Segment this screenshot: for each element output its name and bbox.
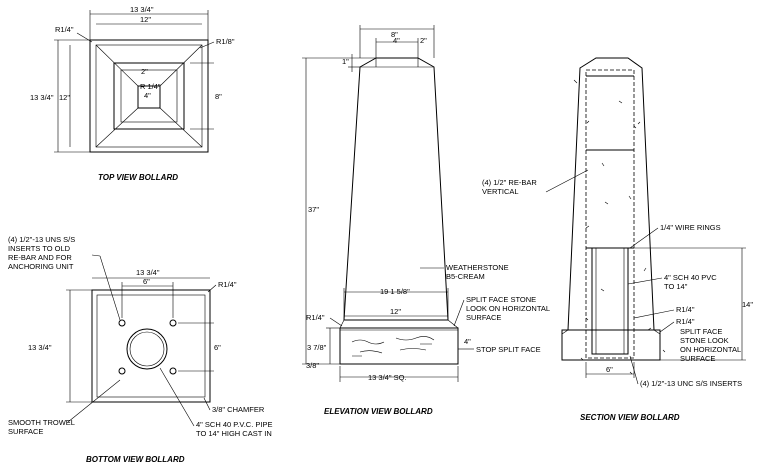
elev-split-note-1: SPLIT FACE STONE	[466, 295, 536, 304]
insert-hole-4	[169, 367, 177, 375]
top-dim-overall-left: 13 3/4"	[30, 93, 54, 102]
bottom-view-chamfer	[96, 294, 206, 398]
elev-dim-base-bottom: 3/8"	[306, 361, 319, 370]
top-dim-center-2: 2"	[141, 67, 148, 76]
section-pvc-note-2: TO 14"	[664, 282, 688, 291]
elev-dim-base-width: 19 1 5/8"	[380, 287, 410, 296]
top-view-center-square	[137, 85, 161, 109]
top-view-title: TOP VIEW BOLLARD	[98, 173, 178, 182]
section-split-note-1: SPLIT FACE	[680, 327, 722, 336]
pvc-pipe-circle	[126, 328, 168, 370]
elev-dim-top-4: 4"	[393, 36, 400, 45]
top-corner-inner: R1/8"	[216, 37, 235, 46]
elev-corner: R1/4"	[306, 313, 325, 322]
bottom-pipe-note-2: TO 14" HIGH CAST IN	[196, 429, 272, 438]
top-view-bollard: 13 3/4" 12" 13 3/4" 12" R1/4" R1/8" 2" R…	[30, 5, 235, 182]
elev-material-1: WEATHERSTONE	[446, 263, 509, 272]
elev-dim-top-8: 8"	[391, 30, 398, 39]
bottom-inserts-note-2: INSERTS TO OLD	[8, 244, 71, 253]
section-view-title: SECTION VIEW BOLLARD	[580, 413, 680, 422]
bottom-finish-note-2: SURFACE	[8, 427, 43, 436]
section-corner-1: R1/4"	[676, 305, 695, 314]
top-dim-right-8: 8"	[215, 92, 222, 101]
bottom-finish-note-1: SMOOTH TROWEL	[8, 418, 75, 427]
elev-split-note-2: LOOK ON HORIZONTAL	[466, 304, 550, 313]
bottom-view-title: BOTTOM VIEW BOLLARD	[86, 455, 185, 464]
top-view-mid-square	[113, 62, 185, 130]
top-dim-inner-left: 12"	[59, 93, 70, 102]
elev-dim-height: 37"	[308, 205, 319, 214]
top-dim-center-r: R 1/4"	[140, 82, 161, 91]
section-dim-14: 14"	[742, 300, 753, 309]
top-dim-overall: 13 3/4"	[130, 5, 154, 14]
elev-dim-12: 12"	[390, 307, 401, 316]
elevation-shaft	[343, 57, 449, 321]
elevation-view-bollard: 8" 4" 2" 1" 37" WEATHERSTONE B5-CREAM 19…	[302, 25, 550, 416]
top-dim-inner: 12"	[140, 15, 151, 24]
bottom-chamfer: 3/8" CHAMFER	[212, 405, 265, 414]
elev-dim-sq: 13 3/4" SQ.	[368, 373, 407, 382]
section-dim-6: 6"	[606, 365, 613, 374]
bottom-inserts-note-4: ANCHORING UNIT	[8, 262, 74, 271]
section-split-note-2: STONE LOOK	[680, 336, 729, 345]
bottom-corner: R1/4"	[218, 280, 237, 289]
section-rebar-note-2: VERTICAL	[482, 187, 519, 196]
section-shaft	[567, 57, 655, 331]
section-base	[561, 329, 661, 361]
section-view-bollard: (4) 1/2" RE-BAR VERTICAL 1/4" WIRE RINGS…	[482, 57, 753, 422]
section-pvc-note-1: 4" SCH 40 PVC	[664, 273, 717, 282]
elev-material-2: B5-CREAM	[446, 272, 485, 281]
insert-hole-2	[169, 319, 177, 327]
bottom-inserts-note-1: (4) 1/2"-13 UNS S/S	[8, 235, 75, 244]
section-split-note-4: SURFACE	[680, 354, 715, 363]
section-split-note-3: ON HORIZONTAL	[680, 345, 741, 354]
top-dim-center-4: 4"	[144, 91, 151, 100]
section-corner-2: R1/4"	[676, 317, 695, 326]
bottom-dim-top: 13 3/4"	[136, 268, 160, 277]
bottom-view-outline	[91, 289, 211, 403]
elevation-view-title: ELEVATION VIEW BOLLARD	[324, 407, 433, 416]
section-pvc-pipe	[591, 247, 629, 355]
bottom-dim-right: 6"	[214, 343, 221, 352]
elev-split-note-3: SURFACE	[466, 313, 501, 322]
top-view-inner-square	[95, 44, 203, 148]
section-rebar-cage	[585, 69, 635, 359]
elev-dim-top-2: 2"	[420, 36, 427, 45]
bottom-inserts-note-3: RE-BAR AND FOR	[8, 253, 72, 262]
elev-dim-top-1: 1"	[342, 57, 349, 66]
bottom-pipe-note-1: 4" SCH 40 P.V.C. PIPE	[196, 420, 272, 429]
section-rings-note: 1/4" WIRE RINGS	[660, 223, 721, 232]
bottom-dim-left: 13 3/4"	[28, 343, 52, 352]
insert-hole-3	[118, 367, 126, 375]
elevation-base	[339, 327, 459, 365]
section-rebar-note-1: (4) 1/2" RE-BAR	[482, 178, 537, 187]
top-corner-outer: R1/4"	[55, 25, 74, 34]
elev-dim-base-height: 3 7/8"	[307, 343, 327, 352]
section-inserts-note: (4) 1/2"-13 UNC S/S INSERTS	[640, 379, 742, 388]
top-view-mid-inner-square	[120, 69, 178, 123]
bottom-view-bollard: (4) 1/2"-13 UNS S/S INSERTS TO OLD RE-BA…	[8, 235, 272, 464]
bottom-dim-holes: 6"	[143, 277, 150, 286]
elev-stop-note: STOP SPLIT FACE	[476, 345, 541, 354]
elev-dim-stop: 4"	[464, 337, 471, 346]
insert-hole-1	[118, 319, 126, 327]
